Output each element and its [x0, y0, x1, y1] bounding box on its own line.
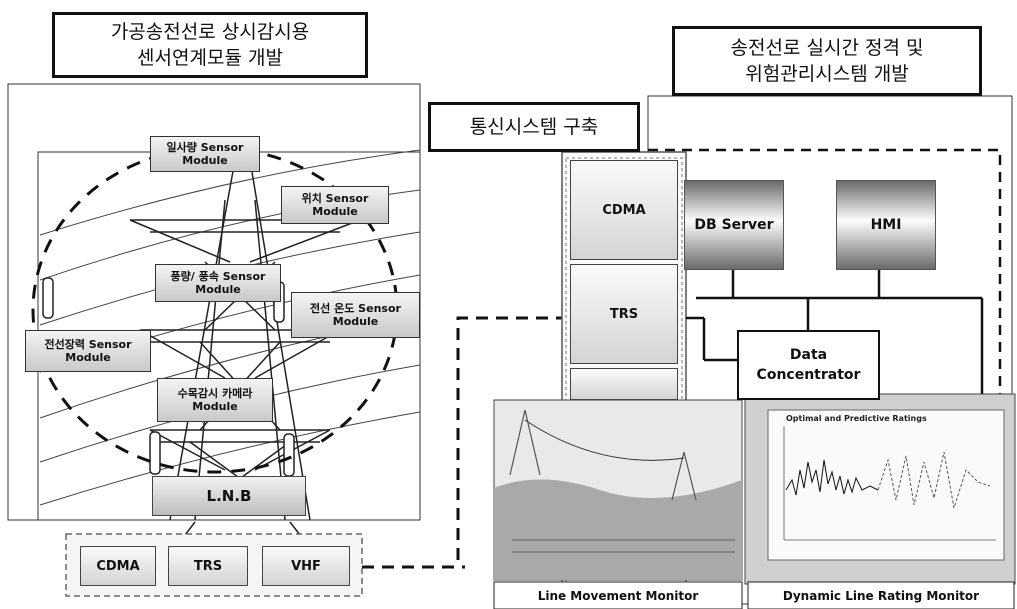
sensor-module-title: 가공송전선로 상시감시용 센서연계모듈 개발	[52, 12, 368, 78]
lnb-label: L.N.B	[207, 487, 252, 505]
column-trs-cell: TRS	[570, 264, 678, 364]
line-movement-caption: Line Movement Monitor	[495, 583, 741, 608]
dynamic-rating-caption: Dynamic Line Rating Monitor	[749, 583, 1013, 608]
data-concentrator-line2: Concentrator	[757, 365, 861, 385]
trs-channel: TRS	[168, 546, 248, 586]
sensor-module-title-line2: 센서연계모듈 개발	[137, 45, 283, 71]
db-server-label: DB Server	[694, 217, 773, 233]
rating-system-title-line2: 위험관리시스템 개발	[745, 61, 908, 87]
tension-sensor-module: 전선장력 Sensor Module	[25, 330, 151, 372]
camera-sensor-module: 수목감시 카메라 Module	[157, 378, 273, 422]
cdma-channel-label: CDMA	[96, 559, 139, 574]
solar-sensor-line1: 일사량 Sensor	[167, 141, 244, 154]
column-cdma-label: CDMA	[602, 203, 645, 218]
solar-sensor-line2: Module	[182, 154, 227, 167]
rating-system-title: 송전선로 실시간 정격 및 위험관리시스템 개발	[672, 26, 982, 96]
camera-sensor-line2: Module	[192, 400, 237, 413]
data-concentrator-line1: Data	[790, 345, 827, 365]
hmi-server: HMI	[836, 180, 936, 270]
column-empty-cell	[570, 368, 678, 400]
comm-system-title: 통신시스템 구축	[428, 102, 640, 152]
column-cdma-cell: CDMA	[570, 160, 678, 260]
lnb-box: L.N.B	[152, 476, 306, 516]
wind-sensor-module: 풍량/ 풍속 Sensor Module	[155, 264, 281, 302]
position-sensor-line2: Module	[312, 205, 357, 218]
rating-chart-title: Optimal and Predictive Ratings	[786, 412, 986, 424]
cdma-channel: CDMA	[80, 546, 156, 586]
tension-sensor-line2: Module	[65, 351, 110, 364]
hmi-server-label: HMI	[871, 217, 902, 233]
vhf-channel-label: VHF	[291, 559, 321, 574]
temperature-sensor-module: 전선 온도 Sensor Module	[291, 292, 420, 338]
camera-sensor-line1: 수목감시 카메라	[178, 387, 253, 400]
line-movement-caption-text: Line Movement Monitor	[538, 589, 699, 603]
temperature-sensor-line2: Module	[333, 315, 378, 328]
data-concentrator: Data Concentrator	[737, 330, 880, 400]
wind-sensor-line1: 풍량/ 풍속 Sensor	[171, 270, 266, 283]
rating-system-title-line1: 송전선로 실시간 정격 및	[731, 35, 924, 61]
solar-sensor-module: 일사량 Sensor Module	[150, 136, 260, 172]
dynamic-rating-caption-text: Dynamic Line Rating Monitor	[783, 589, 979, 603]
vhf-channel: VHF	[262, 546, 350, 586]
db-server: DB Server	[684, 180, 784, 270]
rating-chart-title-text: Optimal and Predictive Ratings	[786, 414, 927, 423]
trs-channel-label: TRS	[194, 559, 222, 574]
position-sensor-line1: 위치 Sensor	[302, 192, 369, 205]
wind-sensor-line2: Module	[195, 283, 240, 296]
temperature-sensor-line1: 전선 온도 Sensor	[310, 302, 401, 315]
tension-sensor-line1: 전선장력 Sensor	[44, 338, 131, 351]
sensor-module-title-line1: 가공송전선로 상시감시용	[111, 19, 309, 45]
position-sensor-module: 위치 Sensor Module	[281, 186, 389, 224]
comm-system-title-label: 통신시스템 구축	[470, 114, 598, 140]
column-trs-label: TRS	[610, 307, 638, 322]
